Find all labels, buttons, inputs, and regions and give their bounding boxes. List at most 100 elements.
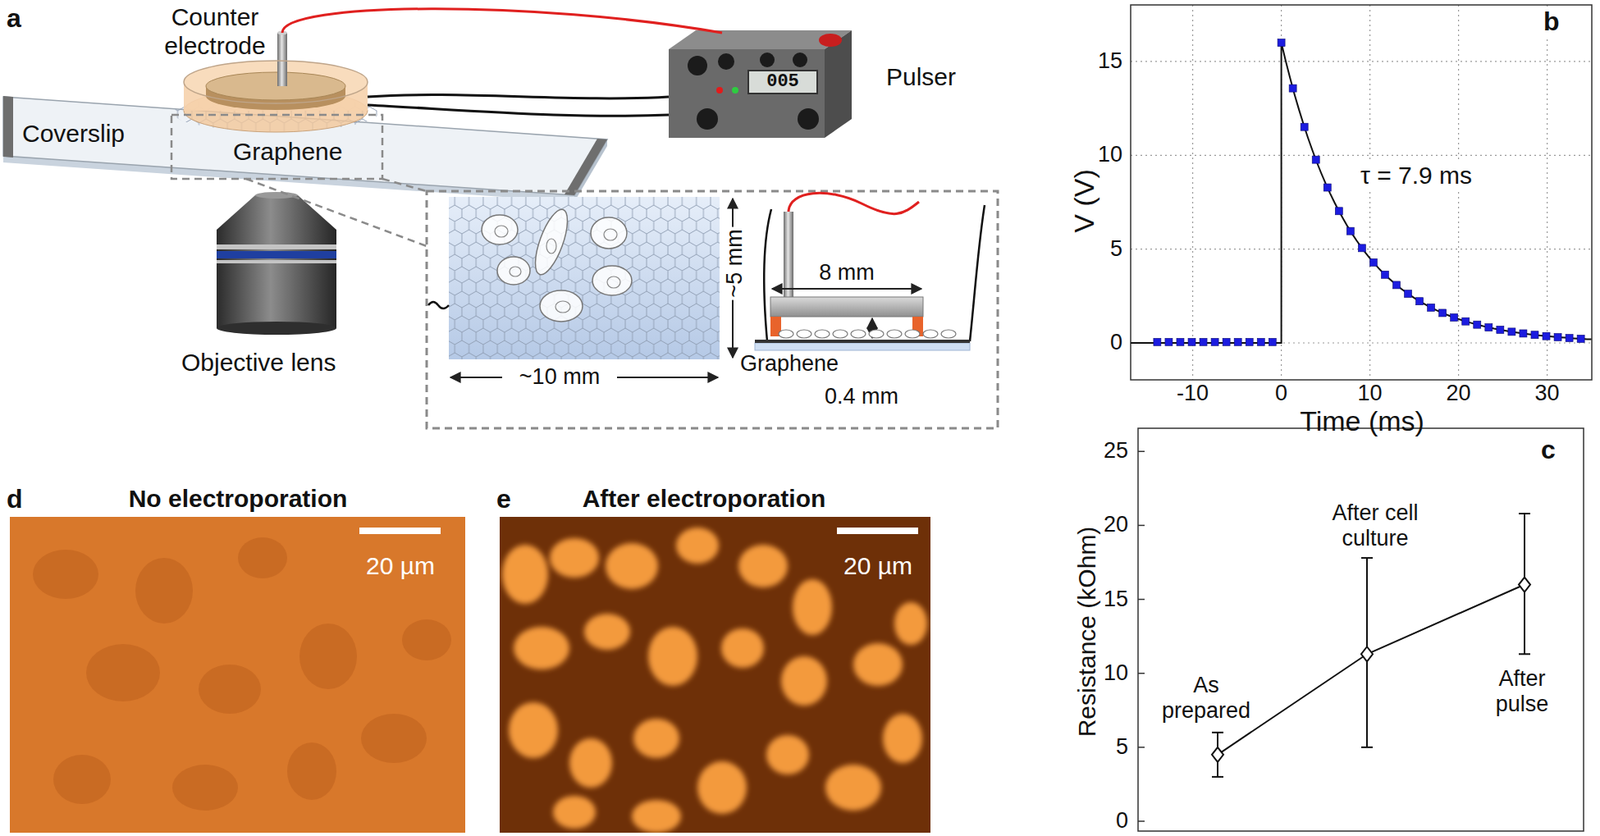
plots — [1130, 4, 1592, 832]
drawing-part — [183, 60, 368, 104]
data-point — [1496, 325, 1504, 334]
drawing-part — [696, 108, 718, 130]
data-point — [1462, 317, 1470, 325]
drawing-part — [494, 225, 621, 313]
cell — [850, 329, 866, 339]
scale-label: 20 µm — [843, 552, 913, 581]
cell — [605, 543, 659, 590]
cell — [814, 329, 830, 339]
data-point — [1542, 332, 1550, 340]
tick-label: 5 — [1115, 734, 1129, 760]
cell — [941, 329, 956, 339]
data-point — [1473, 320, 1482, 329]
data-point — [1334, 207, 1343, 215]
drawing-part — [277, 32, 288, 87]
cell — [237, 537, 288, 579]
cell — [172, 764, 238, 811]
data-point — [1519, 329, 1527, 338]
data-point — [1165, 338, 1173, 346]
axis-title: Resistance (kOhm) — [1073, 526, 1102, 738]
tick-mark — [1138, 525, 1145, 527]
dimension: ~10 mm — [519, 364, 600, 390]
error-cap — [1361, 557, 1373, 559]
cell — [894, 602, 928, 645]
cell — [32, 549, 99, 599]
drawing-part — [502, 527, 928, 833]
objective-lens — [216, 192, 337, 335]
data-point — [1222, 338, 1230, 346]
inset-top-view — [428, 196, 733, 378]
error-cap — [1518, 512, 1531, 515]
cell — [569, 738, 613, 788]
data-point — [1211, 747, 1224, 763]
drawing-part — [367, 105, 669, 116]
drawing-part — [717, 53, 735, 70]
data-point — [1508, 328, 1516, 336]
tick-mark — [1138, 598, 1145, 601]
data-point — [1439, 309, 1447, 317]
data-point — [1380, 270, 1389, 279]
cell — [86, 644, 160, 702]
cell — [502, 544, 549, 604]
data-point — [1369, 258, 1377, 266]
drawing-part — [788, 192, 919, 214]
tick-label: 20 — [1103, 512, 1129, 539]
drawing-part — [668, 49, 825, 138]
drawing-part — [617, 376, 718, 379]
cell — [402, 619, 452, 661]
data-point — [1268, 338, 1276, 346]
drawing-part — [9, 516, 466, 833]
panel-title: No electroporation — [128, 484, 348, 514]
drawing-part — [731, 295, 734, 358]
dimension: 8 mm — [818, 260, 875, 286]
data-point — [1485, 324, 1493, 332]
part-name: Objective lens — [181, 348, 336, 378]
drawing-part — [754, 339, 970, 343]
error-cap — [1361, 746, 1373, 749]
drawing-part — [564, 138, 608, 196]
cell — [792, 579, 832, 636]
drawing-part — [792, 52, 808, 68]
tick-label: 15 — [1097, 48, 1123, 74]
point-label: After cell culture — [1317, 500, 1433, 552]
point-label: After pulse — [1481, 666, 1564, 718]
tick-label: 0 — [1275, 380, 1288, 407]
pulser — [668, 30, 852, 138]
tick-label: 5 — [1110, 236, 1123, 262]
drawing-part — [590, 217, 627, 249]
drawing-part — [731, 86, 739, 94]
data-point — [1176, 338, 1184, 346]
cell — [905, 329, 920, 339]
error-cap — [1211, 731, 1224, 734]
drawing-part — [668, 30, 852, 50]
drawing-part — [216, 229, 337, 329]
drawing-part — [759, 52, 775, 68]
drawing-part — [687, 55, 708, 76]
grid-line — [1130, 60, 1592, 62]
drawing-part — [246, 178, 427, 247]
drawing-part — [770, 297, 924, 317]
wires — [282, 9, 723, 117]
drawing-part — [216, 260, 337, 264]
tick-label: 0 — [1115, 808, 1129, 834]
drawing-part — [481, 205, 632, 322]
part-name: Graphene — [740, 351, 839, 377]
cell — [721, 628, 764, 668]
tick-label: 10 — [1103, 660, 1129, 686]
drawing-part — [216, 321, 337, 335]
cell — [135, 557, 193, 624]
data-point — [1361, 646, 1373, 662]
cell — [361, 713, 427, 764]
plot-frame — [1130, 4, 1592, 380]
data-point — [1518, 577, 1531, 593]
data-point — [1323, 183, 1331, 192]
drawing-part — [778, 329, 956, 339]
drawing-part — [282, 9, 723, 33]
cell — [832, 329, 848, 339]
tick-label: 0 — [1110, 329, 1123, 356]
data-line — [1217, 585, 1525, 755]
cell — [508, 702, 558, 759]
drawing-part — [772, 288, 922, 290]
data-point — [1199, 338, 1207, 346]
cell — [853, 643, 903, 686]
